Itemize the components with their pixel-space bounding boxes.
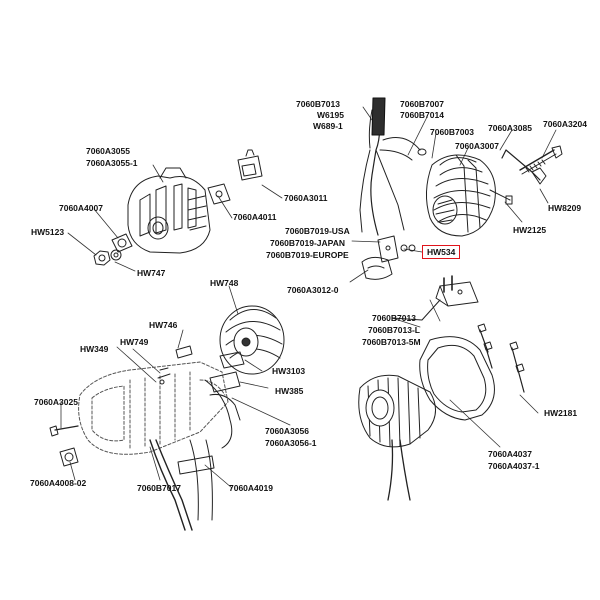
lamp-body-assembly — [78, 361, 229, 455]
label-7060A3011: 7060A3011 — [284, 193, 328, 203]
label-7060A3012-0: 7060A3012-0 — [287, 285, 339, 295]
label-hw746: HW746 — [149, 320, 178, 330]
label-7060B7003: 7060B7003 — [430, 127, 474, 137]
label-7060B7014: 7060B7014 — [400, 110, 444, 120]
label-7060A3025: 7060A3025 — [34, 397, 78, 407]
label-7060A3204: 7060A3204 — [543, 119, 587, 129]
label-7060B7013-5m: 7060B7013-5M — [362, 337, 421, 347]
label-7060B7019-japan: 7060B7019-JAPAN — [270, 238, 345, 248]
label-7060A3055: 7060A3055 — [86, 146, 130, 156]
leader-lines — [60, 106, 557, 489]
label-7060A4011: 7060A4011 — [233, 212, 277, 222]
label-hw2125: HW2125 — [513, 225, 547, 235]
label-7060B7013-top: 7060B7013 — [296, 99, 340, 109]
label-hw5123: HW5123 — [31, 227, 65, 237]
heat-sink-cover-assembly — [358, 323, 525, 501]
label-7060B7007: 7060B7007 — [400, 99, 444, 109]
label-hw385: HW385 — [275, 386, 304, 396]
label-7060B7013-mid: 7060B7013 — [372, 313, 416, 323]
label-hw349: HW349 — [80, 344, 109, 354]
label-hw8209: HW8209 — [548, 203, 582, 213]
label-7060B7013-l: 7060B7013-L — [368, 325, 420, 335]
label-hw2181: HW2181 — [544, 408, 578, 418]
label-7060B7019-europe: 7060B7019-EUROPE — [266, 250, 349, 260]
label-7060A3085: 7060A3085 — [488, 123, 532, 133]
label-7060A4037-1: 7060A4037-1 — [488, 461, 540, 471]
label-w6195: W6195 — [317, 110, 344, 120]
label-7060A3056: 7060A3056 — [265, 426, 309, 436]
label-hw748: HW748 — [210, 278, 239, 288]
label-7060B7017: 7060B7017 — [137, 483, 181, 493]
label-7060A3056-1: 7060A3056-1 — [265, 438, 317, 448]
label-7060A3007: 7060A3007 — [455, 141, 499, 151]
lamp-body-parts — [49, 305, 285, 531]
label-7060A4037: 7060A4037 — [488, 449, 532, 459]
label-7060A4019: 7060A4019 — [229, 483, 273, 493]
label-7060A4008-02: 7060A4008-02 — [30, 478, 87, 488]
label-hw749: HW749 — [120, 337, 149, 347]
lamp-head-assembly — [359, 97, 563, 321]
label-hw534-highlighted: HW534 — [422, 245, 461, 259]
label-hw3103: HW3103 — [272, 366, 306, 376]
label-hw747: HW747 — [137, 268, 166, 278]
label-7060B7019-usa: 7060B7019-USA — [285, 226, 350, 236]
label-7060A3055-1: 7060A3055-1 — [86, 158, 138, 168]
label-w689-1: W689-1 — [313, 121, 343, 131]
heat-sink-7060A3007 — [426, 154, 496, 237]
end-cap-assembly — [93, 149, 263, 266]
label-7060A4007: 7060A4007 — [59, 203, 103, 213]
